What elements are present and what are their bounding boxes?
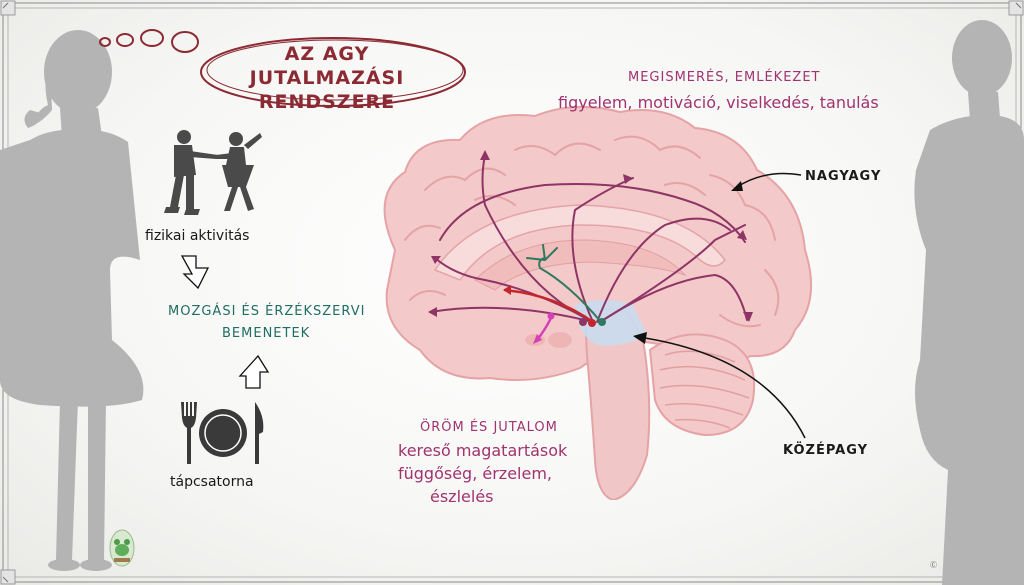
arrow-icon xyxy=(731,172,802,191)
title-line-2: RENDSZERE xyxy=(258,91,396,113)
reward-line-2: függőség, érzelem, xyxy=(398,464,553,483)
arrow-icon xyxy=(633,332,806,439)
man-silhouette xyxy=(914,20,1024,585)
cortex-subtext: figyelem, motiváció, viselkedés, tanulás xyxy=(558,93,879,112)
inputs-line-1: MOZGÁSI ÉS ÉRZÉKSZERVI xyxy=(168,304,366,319)
inputs-line-2: BEMENETEK xyxy=(222,326,311,341)
dancing-couple-icon xyxy=(164,130,262,215)
kozepagy-label: KÖZÉPAGY xyxy=(783,443,869,458)
cortex-heading: MEGISMERÉS, EMLÉKEZET xyxy=(628,70,821,85)
reward-heading: ÖRÖM ÉS JUTALOM xyxy=(420,420,558,435)
reward-line-3: észlelés xyxy=(430,487,494,506)
digestive-label: tápcsatorna xyxy=(170,474,254,490)
arrow-icon xyxy=(180,255,210,290)
title-line-1: AZ AGY JUTALMAZÁSI xyxy=(249,43,405,89)
brain-illustration xyxy=(383,105,813,500)
physical-activity-label: fizikai aktivitás xyxy=(145,228,250,244)
nagyagy-label: NAGYAGY xyxy=(805,169,882,184)
credit-mark: Ⓒ xyxy=(930,561,937,569)
reward-line-1: kereső magatartások xyxy=(398,441,568,460)
woman-silhouette xyxy=(0,30,144,571)
arrow-icon xyxy=(238,354,270,389)
plate-fork-knife-icon xyxy=(181,402,264,464)
thought-bubble-icon xyxy=(99,29,466,107)
frog-logo-icon xyxy=(109,529,135,567)
diagram-title: AZ AGY JUTALMAZÁSI RENDSZERE xyxy=(212,42,442,114)
